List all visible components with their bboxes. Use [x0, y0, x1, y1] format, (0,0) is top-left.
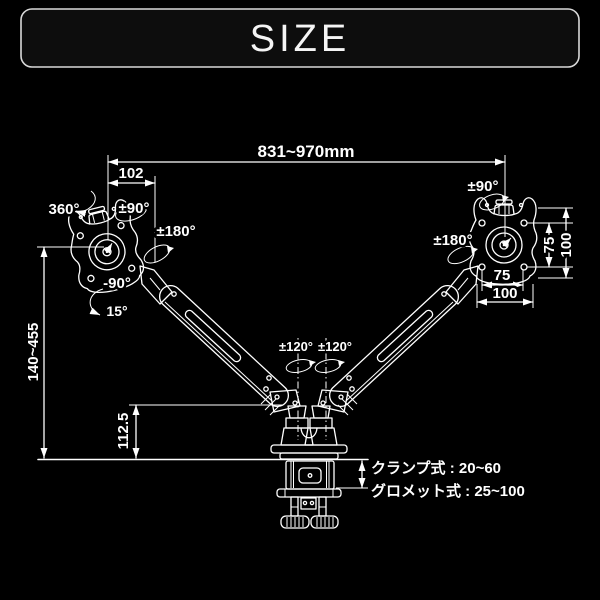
- label-vesa-75-v: 75: [541, 237, 558, 254]
- rotation-arrow-360: [75, 190, 96, 217]
- clamp-knob-left: [280, 515, 310, 529]
- center-riser-assembly: [260, 389, 358, 460]
- header-box: [20, 8, 580, 68]
- label-vesa-75-h: 75: [494, 267, 511, 284]
- size-header: SIZE: [20, 8, 580, 68]
- clamp-knob-right: [310, 515, 339, 529]
- rotation-arrowhead: [471, 247, 478, 254]
- label-vesa-100-v: 100: [558, 232, 575, 257]
- rotation-arrowhead: [309, 360, 316, 366]
- rotation-arrowhead: [143, 204, 150, 211]
- label-grommet-range: グロメット式 : 25~100: [371, 482, 525, 500]
- label-vesa-offset: 102: [118, 165, 143, 182]
- label-tilt-up: 15°: [106, 303, 127, 319]
- arm-bracket-right: [445, 265, 479, 305]
- label-arm-span: 831~970mm: [258, 142, 355, 161]
- rotation-indicators: [75, 190, 509, 440]
- label-height-range: 140~455: [25, 323, 42, 382]
- tilt-arrow-left: [89, 288, 104, 316]
- gas-spring-arm-right: [328, 284, 460, 408]
- arm-bracket-left: [139, 265, 173, 305]
- label-tilt-down: -90°: [103, 275, 131, 292]
- dimension-lines: [37, 155, 573, 489]
- label-center-left-swivel: ±120°: [279, 339, 313, 354]
- label-clamp-range: クランプ式 : 20~60: [371, 459, 501, 477]
- label-base-height: 112.5: [115, 413, 132, 450]
- label-left-pivot: ±90°: [119, 200, 150, 217]
- label-rotation-360: 360°: [48, 201, 79, 218]
- label-center-right-swivel: ±120°: [318, 339, 352, 354]
- rotation-arrowhead: [338, 360, 345, 366]
- labels: 831~970mm 102 360° ±90° ±180° -90° 15° ±…: [23, 140, 578, 503]
- label-right-arm-swivel: ±180°: [433, 232, 472, 249]
- rotation-arrowhead: [167, 246, 174, 253]
- page-title: SIZE: [250, 18, 350, 60]
- label-right-pivot: ±90°: [468, 178, 499, 195]
- desk-clamp: [276, 460, 342, 529]
- label-vesa-100-h: 100: [492, 285, 517, 302]
- label-left-arm-swivel: ±180°: [156, 223, 195, 240]
